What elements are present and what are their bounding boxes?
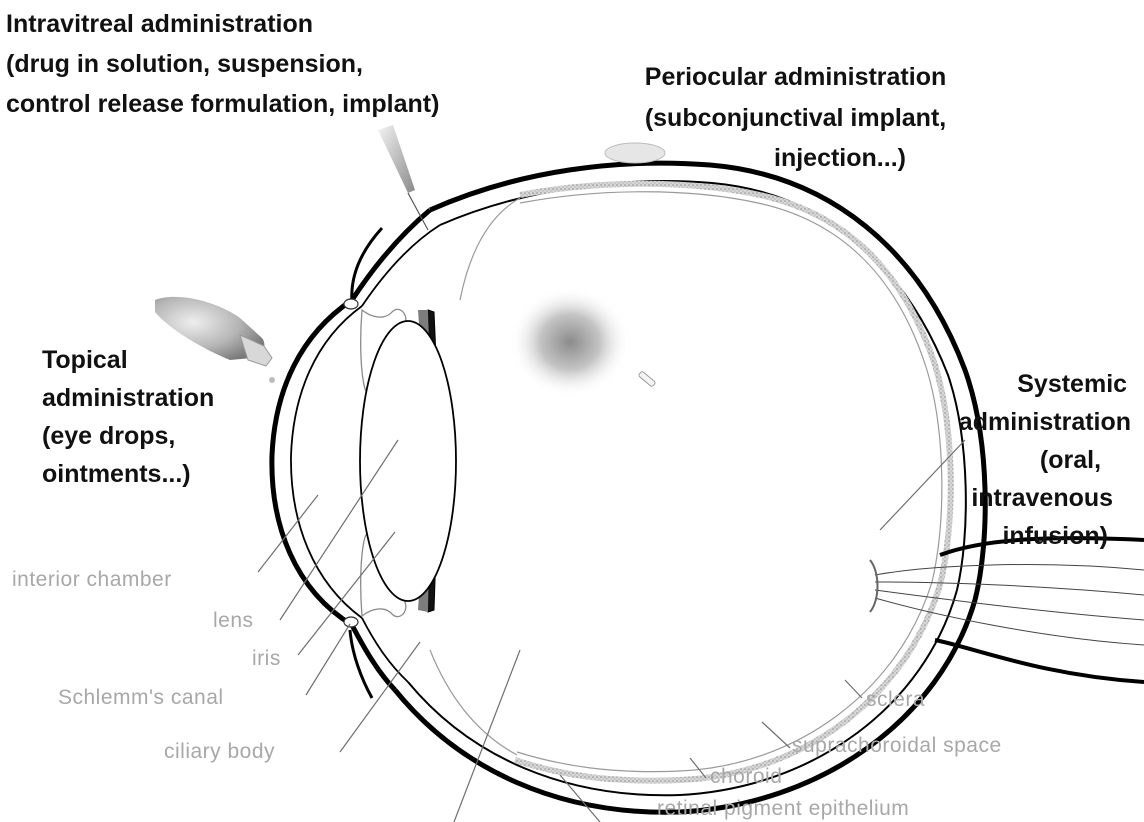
leader-anterior-chamber bbox=[258, 495, 318, 572]
sclera-outer-outline bbox=[395, 163, 985, 812]
vitreous-implant-icon bbox=[638, 371, 656, 387]
leader-schlemms-canal bbox=[306, 624, 350, 695]
vitreous-depot-blob bbox=[510, 287, 630, 397]
label-sclera: sclera bbox=[866, 688, 925, 711]
optic-nerve-fiber bbox=[875, 590, 1144, 620]
schlemms-canal-upper bbox=[344, 299, 358, 309]
leader-choroid bbox=[690, 758, 706, 778]
leader-ciliary-body bbox=[340, 642, 420, 752]
label-retinal-pigment-epithelium: retinal pigment epithelium bbox=[657, 797, 909, 820]
label-schlemms-canal: Schlemm's canal bbox=[58, 686, 224, 709]
intravitreal-label: Intravitreal administration (drug in sol… bbox=[6, 10, 439, 118]
optic-nerve-bottom bbox=[935, 640, 1144, 682]
limbus-lower bbox=[352, 625, 395, 690]
label-lens: lens bbox=[213, 609, 254, 632]
optic-nerve-fiber bbox=[875, 565, 1144, 575]
schlemms-canal-lower bbox=[344, 617, 358, 627]
label-suprachoroidal-space: suprachoroidal space bbox=[792, 734, 1002, 757]
anterior-segment bbox=[272, 210, 456, 698]
eye-globe bbox=[395, 163, 985, 812]
periocular-label: Periocular administration (subconjunctiv… bbox=[645, 63, 953, 172]
intravitreal-needle-icon bbox=[378, 125, 428, 230]
optic-nerve bbox=[870, 538, 1144, 682]
label-anterior-chamber: interior chamber bbox=[12, 568, 172, 591]
limbus-lower-inner bbox=[362, 618, 408, 682]
label-iris: iris bbox=[252, 647, 281, 670]
leader-sclera bbox=[845, 680, 862, 698]
periocular-implant-icon bbox=[605, 143, 665, 163]
retina-line bbox=[517, 192, 942, 772]
leader-vitreous bbox=[454, 650, 520, 822]
label-choroid: choroid bbox=[710, 765, 782, 788]
cornea-outer bbox=[272, 300, 352, 625]
topical-label: Topical administration (eye drops, ointm… bbox=[42, 346, 221, 488]
optic-nerve-fiber bbox=[875, 582, 1144, 595]
leader-suprachoroidal bbox=[762, 722, 790, 748]
eye-dropper-icon bbox=[155, 297, 275, 383]
optic-disc bbox=[870, 560, 878, 612]
label-ciliary-body: ciliary body bbox=[164, 740, 275, 763]
